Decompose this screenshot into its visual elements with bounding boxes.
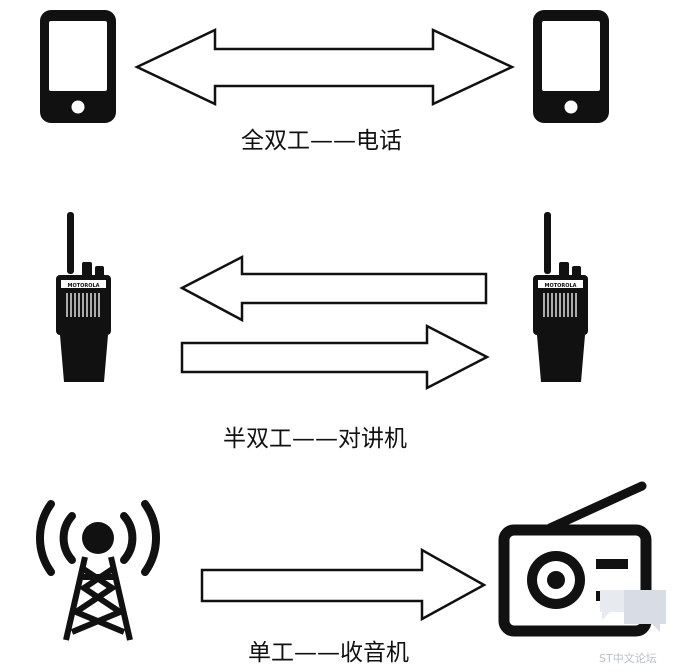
- brand-label: MOTOROLA: [544, 283, 576, 289]
- right-arrow: [180, 323, 490, 391]
- smartphone-icon: [533, 10, 609, 123]
- half-duplex-caption: 半双工——对讲机: [223, 426, 407, 452]
- smartphone-icon: [40, 10, 116, 123]
- walkie-talkie-icon: MOTOROLA: [56, 212, 111, 382]
- full-duplex-caption: 全双工——电话: [241, 128, 402, 154]
- watermark-logo: [600, 590, 666, 632]
- walkie-talkie-icon: MOTOROLA: [533, 212, 588, 382]
- broadcast-tower-icon: [35, 500, 161, 641]
- bidirectional-arrow: [134, 28, 515, 106]
- brand-label: MOTOROLA: [67, 283, 99, 289]
- left-arrow: [179, 254, 488, 323]
- simplex-caption: 单工——收音机: [248, 640, 409, 666]
- simplex-arrow: [200, 547, 487, 622]
- watermark-text: ST中文论坛: [599, 652, 657, 665]
